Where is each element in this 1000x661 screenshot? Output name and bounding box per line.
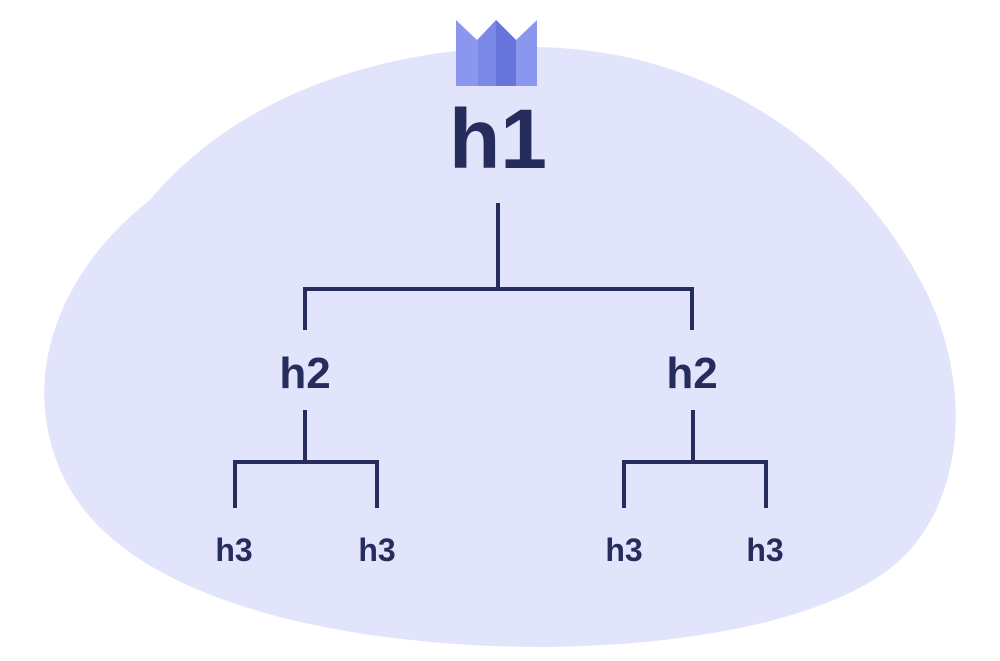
- connector-h2-left-to-h3: [233, 410, 379, 508]
- node-h3-3: h3: [605, 532, 642, 568]
- background-blob: [44, 47, 956, 647]
- node-h3-1: h3: [215, 532, 252, 568]
- connector-h2-right-to-h3: [622, 410, 768, 508]
- node-h3-4: h3: [746, 532, 783, 568]
- crown-icon: [456, 20, 537, 86]
- crown-front-shape: [496, 20, 516, 86]
- tree-connectors: [233, 203, 768, 508]
- node-h3-2: h3: [358, 532, 395, 568]
- node-h2-left: h2: [279, 349, 330, 398]
- node-h2-right: h2: [666, 349, 717, 398]
- node-h1: h1: [449, 92, 547, 186]
- connector-h1-to-h2: [303, 203, 694, 330]
